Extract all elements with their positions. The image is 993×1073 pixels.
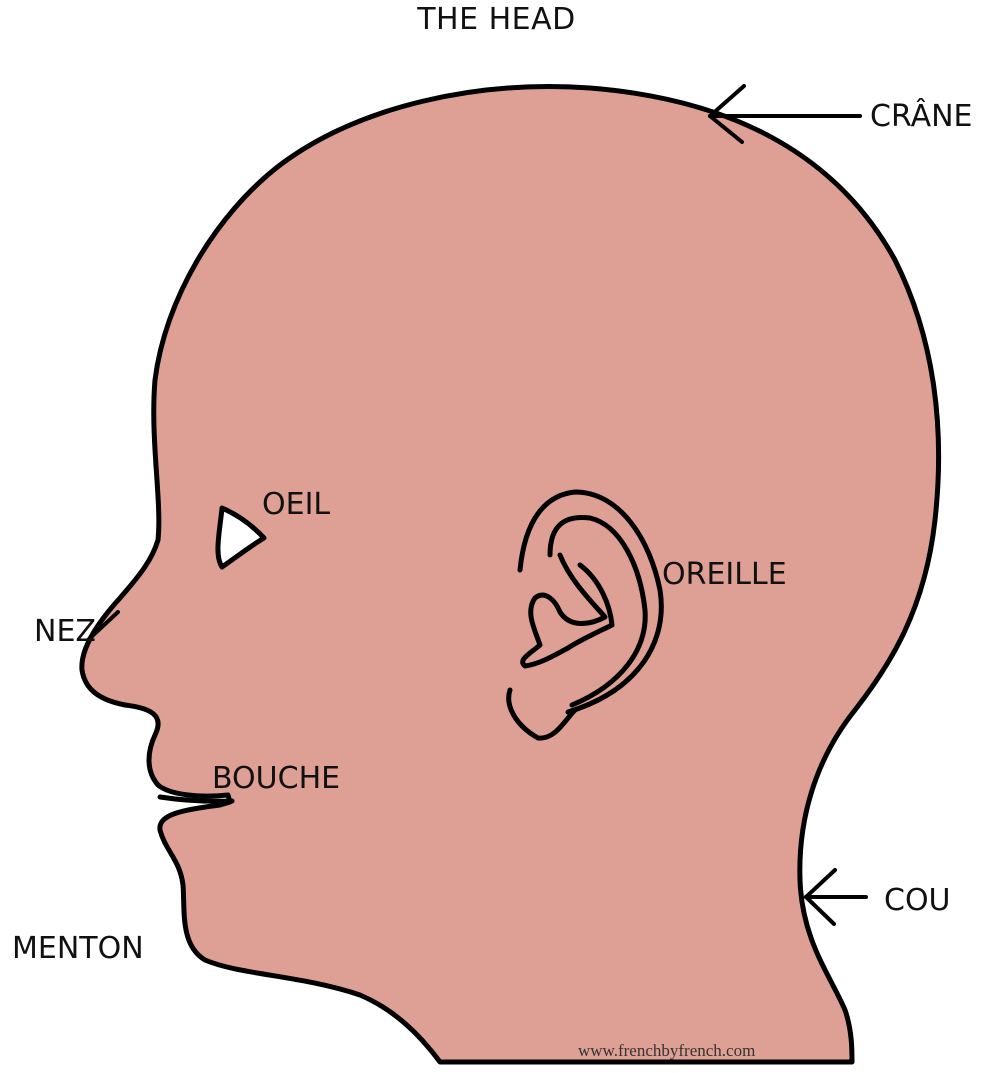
label-menton: MENTON — [12, 931, 144, 966]
label-bouche: BOUCHE — [212, 761, 340, 796]
label-crane: CRÂNE — [870, 98, 973, 134]
label-oeil: OEIL — [262, 487, 330, 522]
label-nez: NEZ — [34, 614, 96, 649]
cou-arrow — [806, 870, 866, 924]
label-oreille: OREILLE — [662, 557, 787, 592]
crane-arrow — [710, 86, 860, 142]
head-silhouette — [82, 87, 939, 1062]
label-cou: COU — [884, 883, 951, 918]
website-credit: www.frenchbyfrench.com — [578, 1041, 755, 1060]
